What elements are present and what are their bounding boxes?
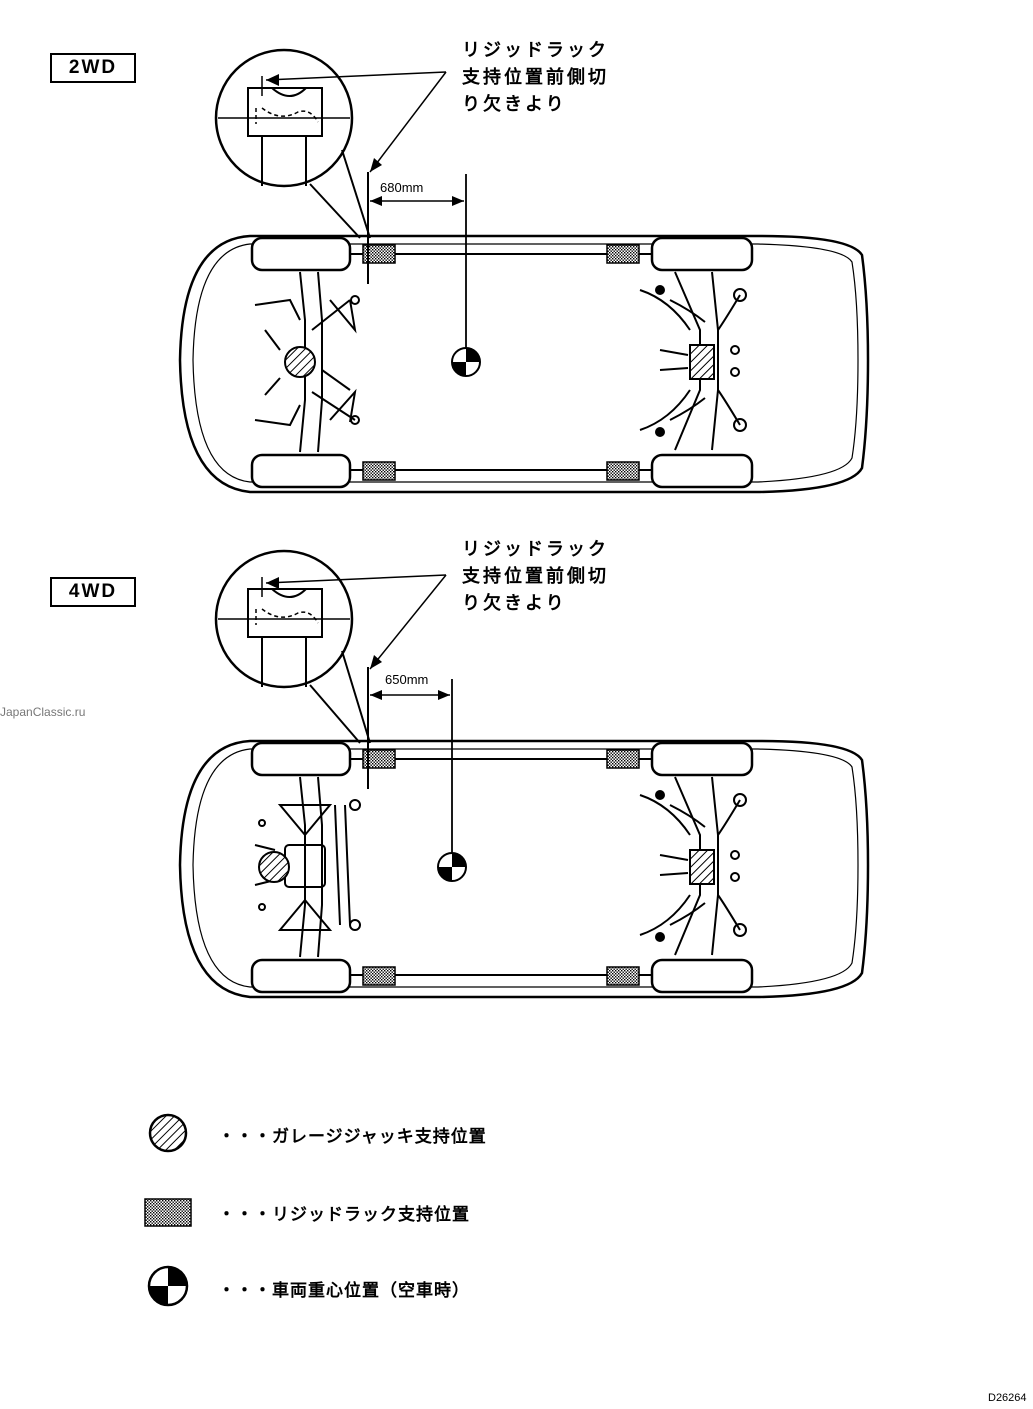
label-4wd: 4WD <box>50 577 136 607</box>
dimension-2wd: 680mm <box>380 180 424 195</box>
legend-rigid-rack: ・・・リジッドラック支持位置 <box>218 1205 470 1225</box>
note-2wd-line-3: り欠きより <box>462 94 567 115</box>
watermark: JapanClassic.ru <box>0 705 86 719</box>
note-4wd-line-1: リジッドラック <box>462 539 609 560</box>
legend-garage-jack: ・・・ガレージジャッキ支持位置 <box>218 1127 487 1147</box>
garage-jack-point-4wd <box>258 851 290 883</box>
figure-code: D26264 <box>988 1392 1027 1404</box>
legend-dotted-rectangle-icon <box>144 1198 192 1227</box>
car-4wd <box>178 549 870 999</box>
dimension-4wd: 650mm <box>385 672 429 687</box>
note-4wd: リジッドラック 支持位置前側切 り欠きより <box>462 536 609 617</box>
garage-jack-point-2wd <box>284 346 316 378</box>
legend-center-of-gravity-icon <box>147 1265 189 1307</box>
car-2wd <box>178 48 870 494</box>
legend-hatched-circle-icon <box>148 1113 188 1153</box>
note-2wd-line-1: リジッドラック <box>462 40 609 61</box>
center-of-gravity-4wd <box>437 852 467 882</box>
label-2wd: 2WD <box>50 53 136 83</box>
legend-center-of-gravity: ・・・車両重心位置（空車時） <box>218 1281 470 1301</box>
center-of-gravity-2wd <box>451 347 481 377</box>
note-4wd-line-2: 支持位置前側切 <box>462 566 609 587</box>
note-2wd: リジッドラック 支持位置前側切 り欠きより <box>462 37 609 118</box>
note-2wd-line-2: 支持位置前側切 <box>462 67 609 88</box>
note-4wd-line-3: り欠きより <box>462 593 567 614</box>
